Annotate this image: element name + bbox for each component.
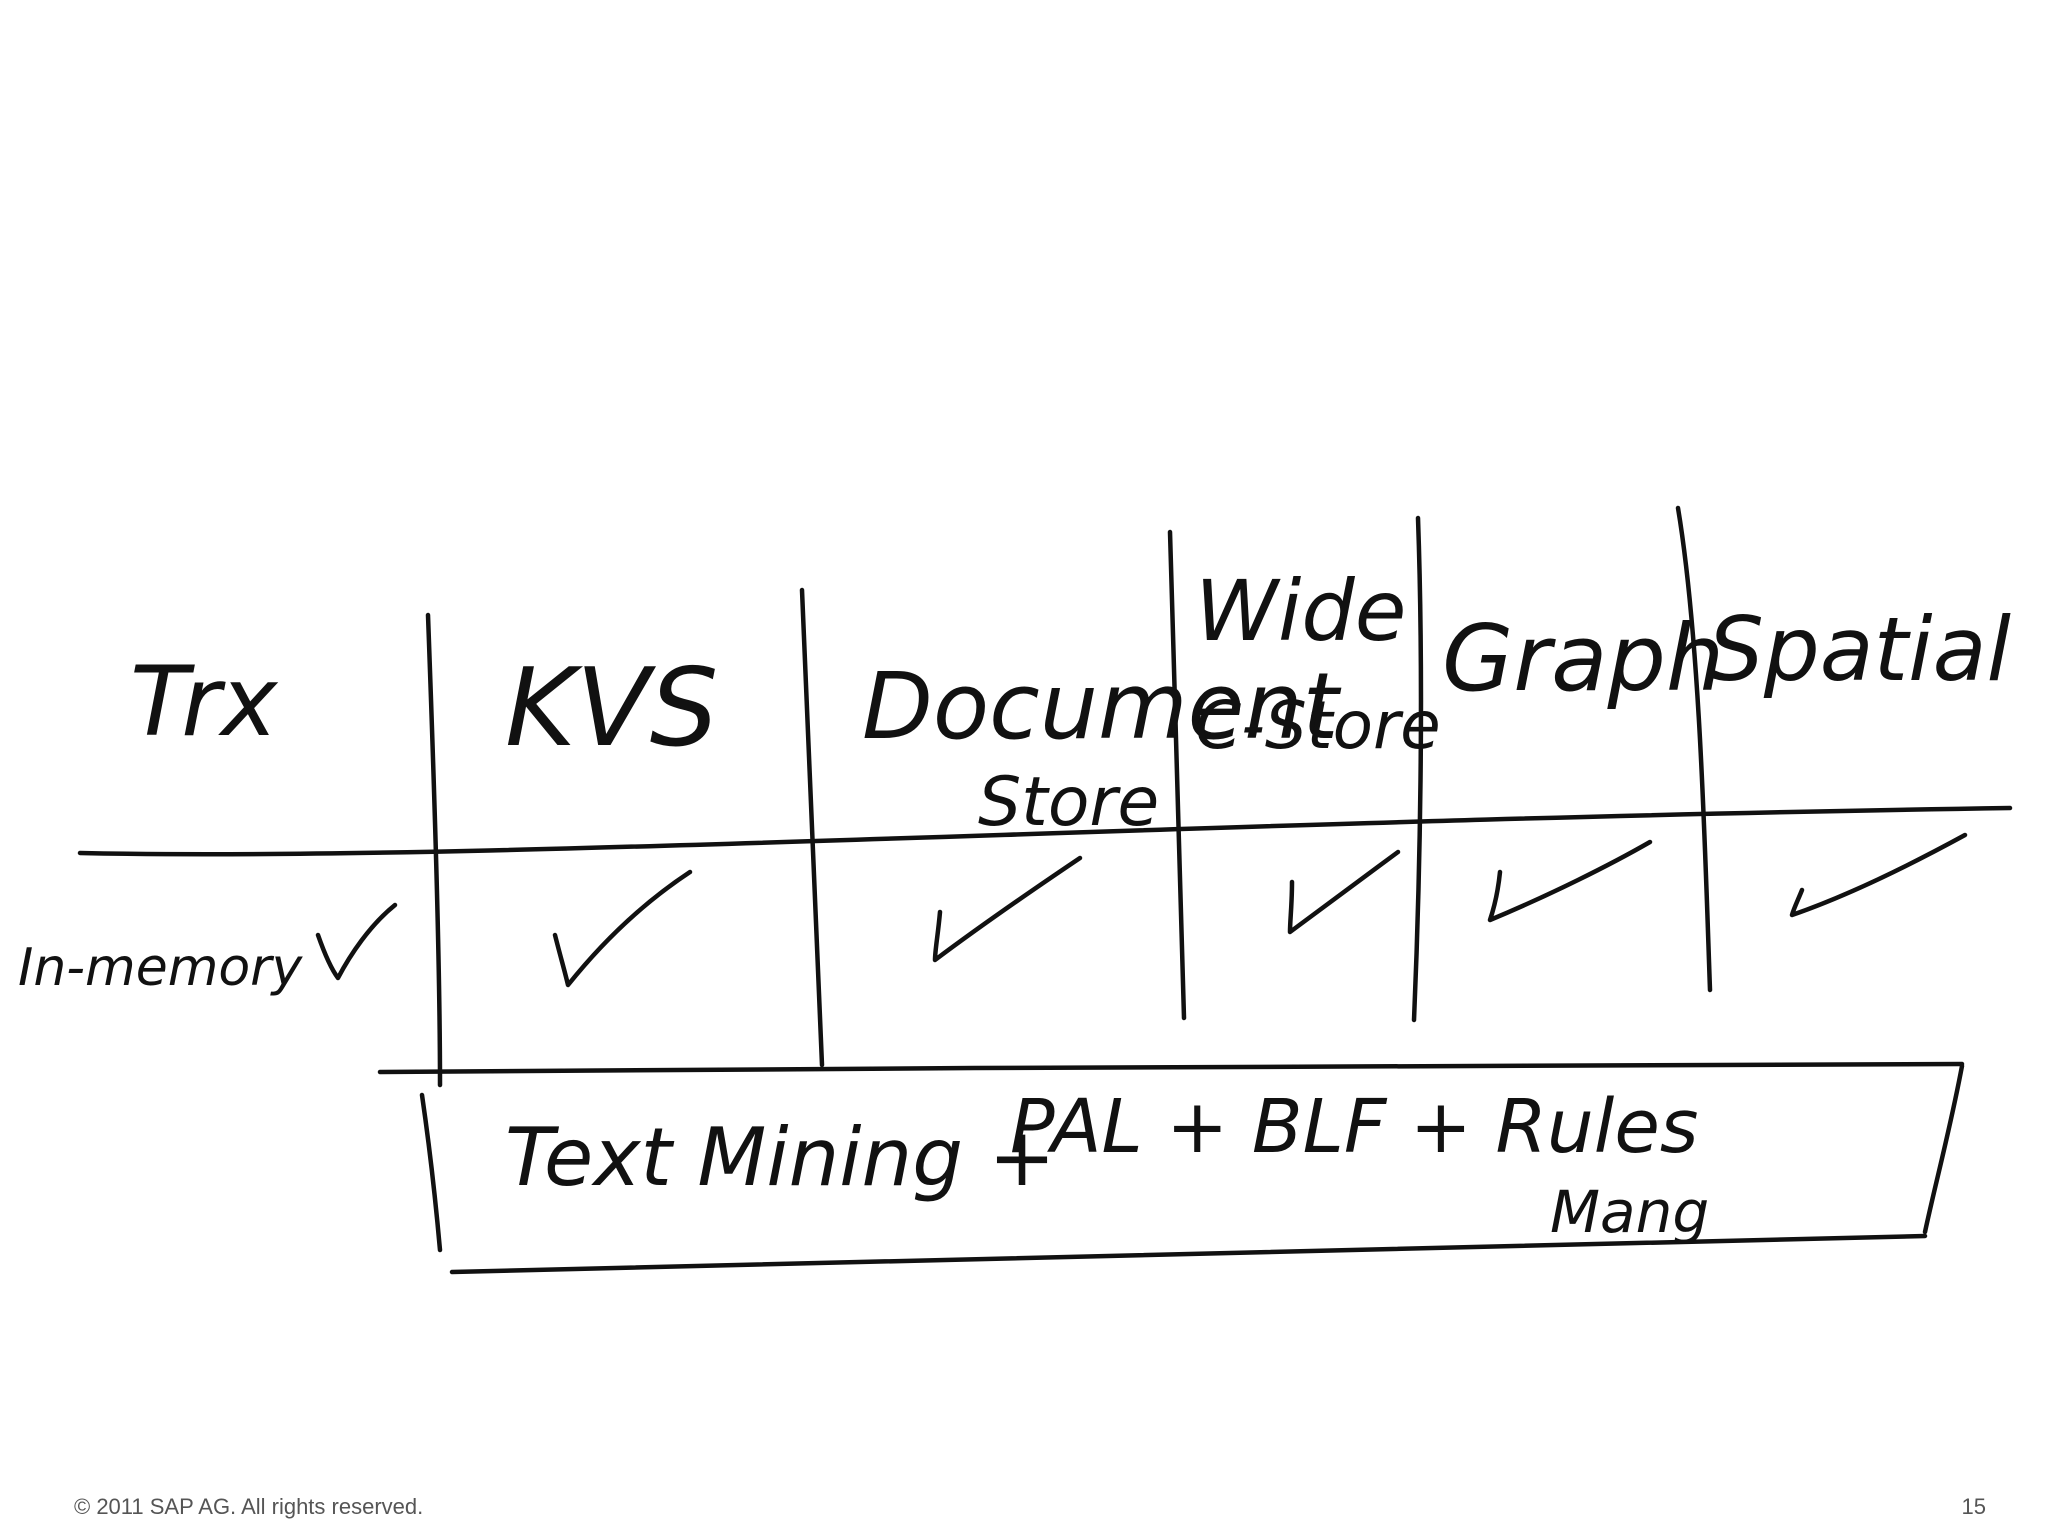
column-header-kvs: KVS — [505, 646, 718, 771]
column-divider-1 — [425, 612, 443, 1088]
header-divider-line — [77, 805, 2013, 857]
bottom-box-top-edge — [377, 1061, 1965, 1075]
bottom-box-text-pal-blf-rules: PAL + BLF + Rules — [1010, 1084, 1698, 1170]
column-header-wide: Wide — [1195, 562, 1406, 660]
bottom-box-left-edge — [419, 1092, 443, 1253]
bottom-box-text-mang: Mang — [1550, 1178, 1709, 1246]
check-mark-icon — [1487, 839, 1653, 923]
check-mark-icon — [932, 855, 1083, 963]
check-mark-icon — [552, 869, 693, 988]
bottom-box-right-edge — [1922, 1063, 1965, 1235]
bottom-box-text-mining: Text Mining + — [505, 1111, 1055, 1204]
column-header-document: Document — [862, 653, 1342, 760]
check-mark-icon — [1287, 849, 1401, 935]
column-sublabel-c-store: C-Store — [1195, 687, 1441, 764]
check-mark-icon — [315, 902, 398, 981]
column-sublabel-store: Store — [978, 763, 1159, 842]
column-header-trx: Trx — [130, 646, 279, 758]
page-number: 15 — [1961, 1494, 1986, 1519]
footer-copyright: © 2011 SAP AG. All rights reserved. — [74, 1494, 424, 1519]
row-label-in-memory: In-memory — [18, 938, 304, 998]
check-mark-icon — [1789, 832, 1968, 918]
column-divider-3 — [1167, 529, 1187, 1021]
column-header-graph: Graph — [1442, 605, 1724, 712]
column-divider-2 — [799, 587, 825, 1068]
column-divider-4 — [1411, 515, 1424, 1023]
column-header-spatial: Spatial — [1708, 598, 2012, 701]
column-divider-5 — [1675, 505, 1713, 993]
